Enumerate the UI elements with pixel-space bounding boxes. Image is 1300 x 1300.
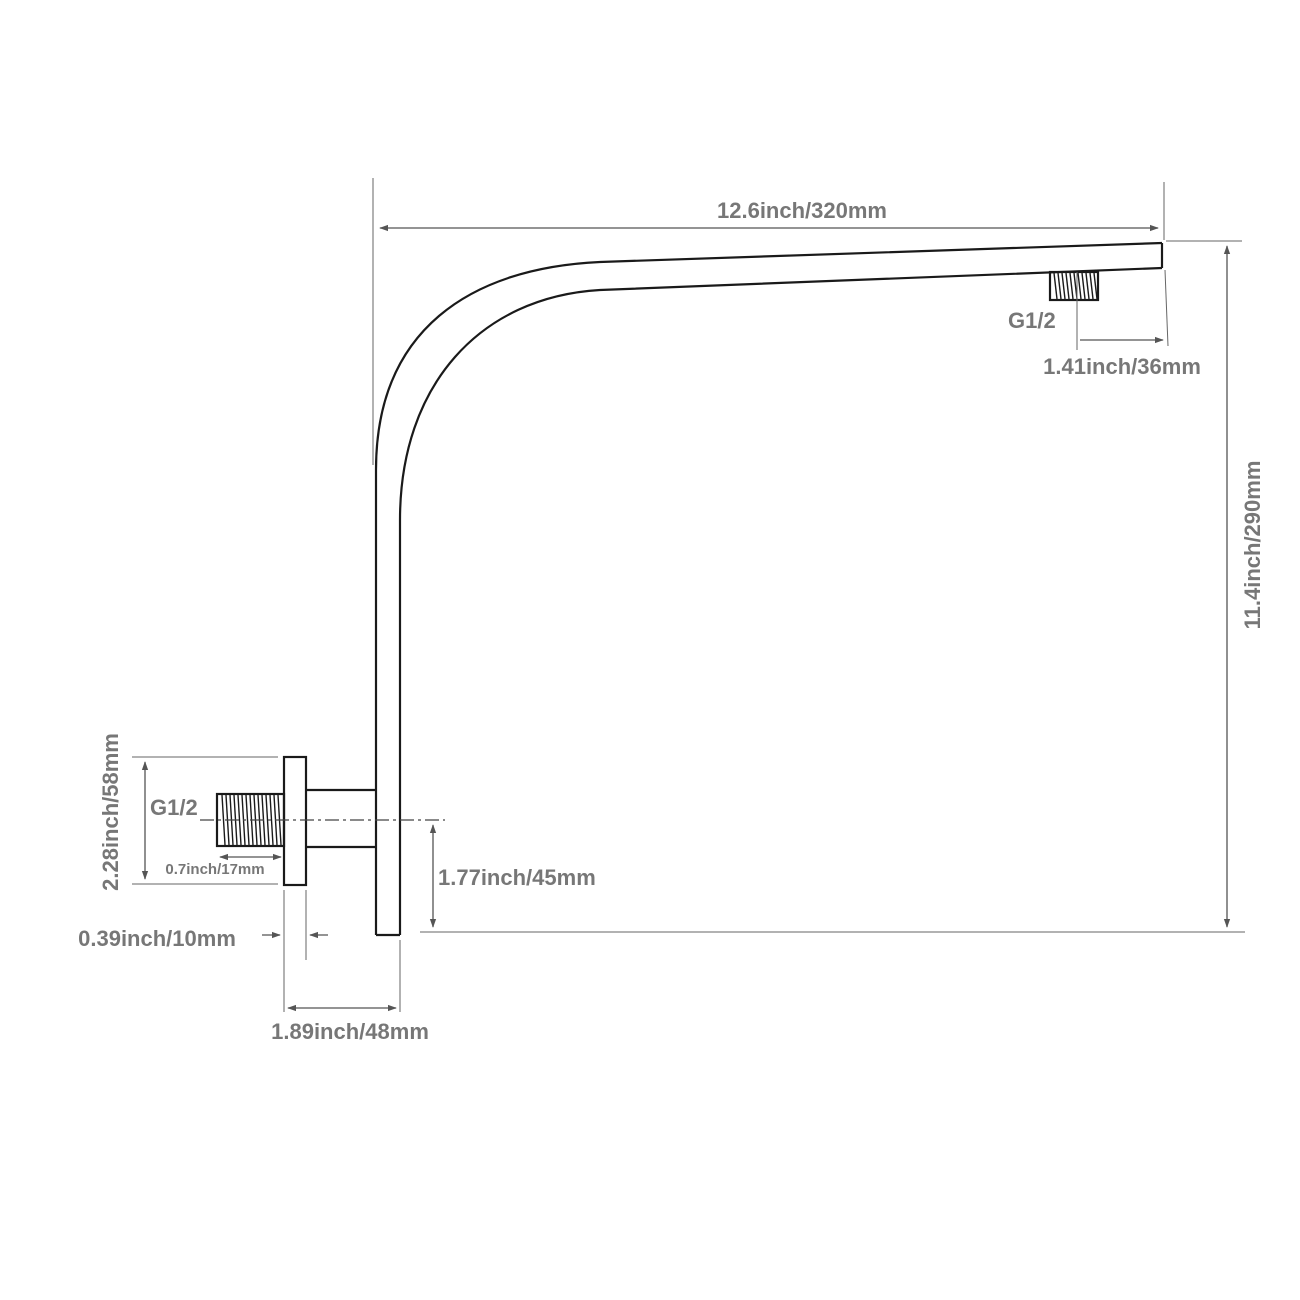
thread-line [1065,272,1070,300]
flange-diameter-label: 2.28inch/58mm [98,733,123,891]
overall-height-label: 11.4inch/290mm [1240,461,1265,630]
thread-line [1061,272,1066,300]
thread-line [1085,272,1090,300]
thread-line [1069,272,1074,300]
thread-line [1081,272,1086,300]
dimension-flange-thickness [262,890,328,1012]
thread-line [1057,272,1062,300]
centerline-height-label: 1.77inch/45mm [438,865,596,890]
shower-arm [374,241,1164,937]
thread-line [269,794,274,846]
thread-line [265,794,270,846]
dimension-base-depth [287,940,401,1012]
thread-line [221,794,226,846]
thread-line [245,794,250,846]
outlet-thread-label: G1/2 [1008,308,1056,333]
flange-thickness-label: 0.39inch/10mm [78,926,236,951]
thread-line [237,794,242,846]
dimension-overall-height [420,240,1245,933]
inlet-thread-label: G1/2 [150,795,198,820]
outlet-offset-label: 1.41inch/36mm [1043,354,1201,379]
thread-line [1077,272,1082,300]
overall-length-label: 12.6inch/320mm [717,198,887,223]
dimension-flange-diameter [132,756,278,885]
dimension-overall-length [372,178,1165,465]
inlet-thread-length-label: 0.7inch/17mm [165,861,264,878]
thread-line [1089,272,1094,300]
dimension-outlet-offset [1076,269,1169,350]
thread-line [1093,272,1098,300]
outlet-thread [1048,270,1100,302]
thread-line [1053,272,1058,300]
base-depth-label: 1.89inch/48mm [271,1019,429,1044]
